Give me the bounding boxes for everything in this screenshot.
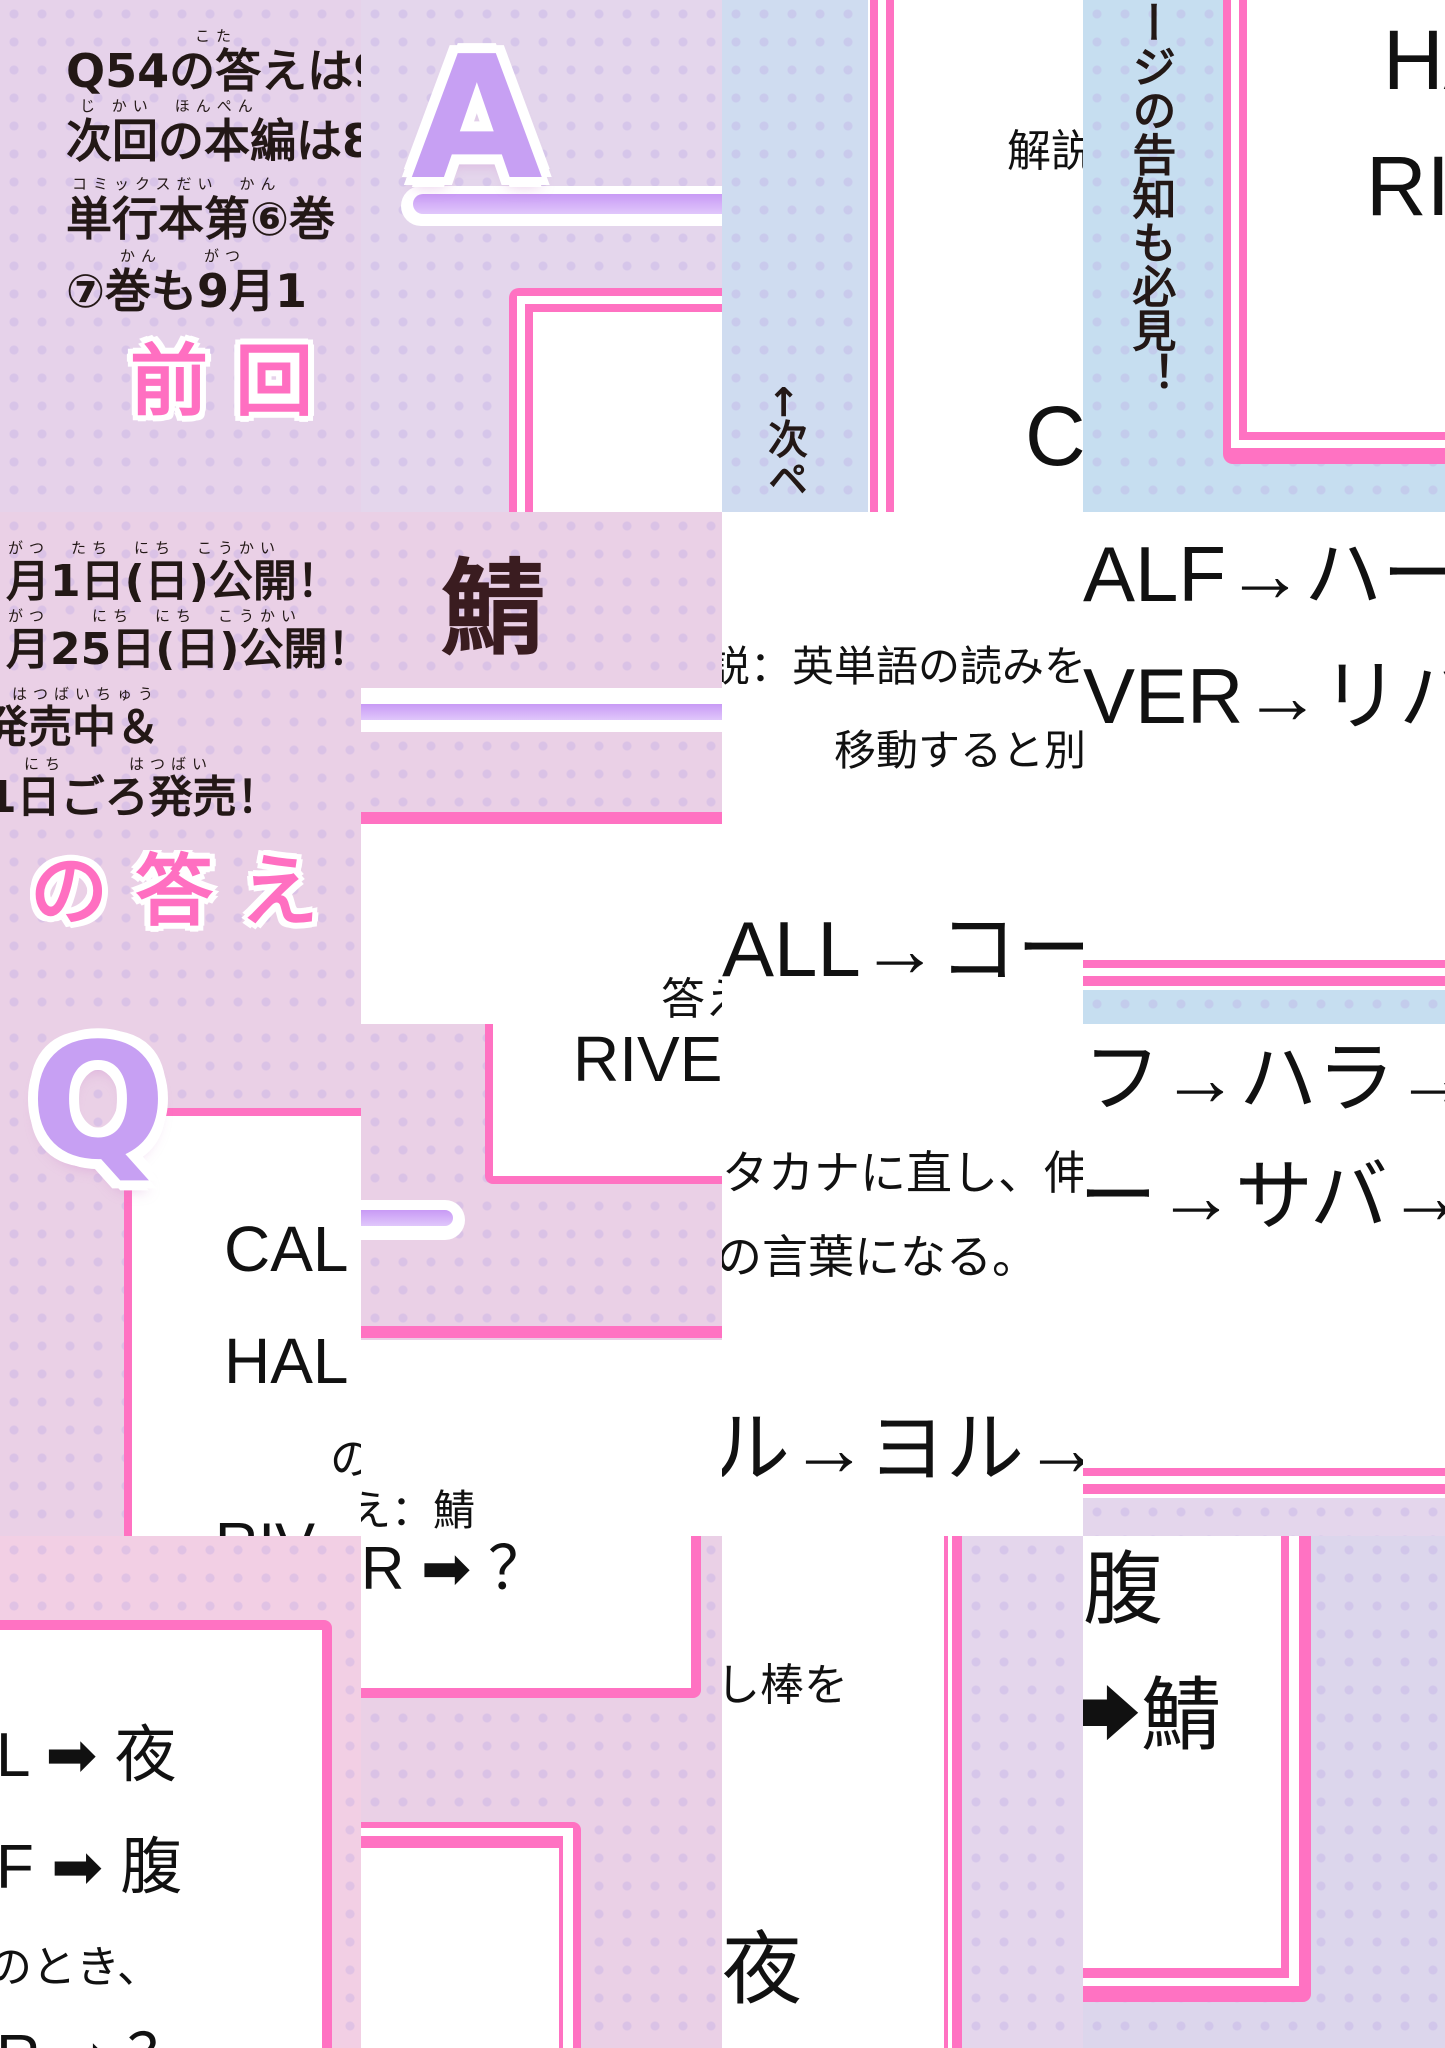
explanation-line: 説：英単語の読みをカ <box>722 644 1083 690</box>
ruby-text: こた <box>195 28 238 45</box>
answer-box <box>361 1848 559 2048</box>
answer-label: え：鯖 <box>361 1488 476 1534</box>
header-bg <box>361 512 722 688</box>
question-q-icon: Q <box>30 1024 167 1195</box>
ruby-text: にち はつばい <box>24 756 214 773</box>
answer-box <box>533 312 722 512</box>
bottom-bg <box>1083 1498 1445 1536</box>
puzzle-tile-answer-a: A <box>361 0 722 512</box>
question-word: RIVE <box>573 1024 722 1095</box>
answer-box <box>1083 1536 1281 1968</box>
notice-line: Q54の答えは9 <box>66 46 361 97</box>
conversion-line: ALL→コー <box>722 907 1083 993</box>
pink-border <box>952 1536 962 2048</box>
conversion-line: 腹 <box>1083 1546 1163 1634</box>
pink-border <box>1083 1468 1445 1476</box>
conversion-line: ー→サバ→ <box>1083 1154 1445 1240</box>
pink-border <box>1083 1484 1445 1494</box>
puzzle-tile-explanation: 説：英単語の読みをカ 移動すると別 ALL→コー <box>722 512 1083 1024</box>
word-fragment: HA <box>1383 14 1445 107</box>
answer-kanji: 鯖 <box>441 548 546 670</box>
notice-line: 発売中＆ <box>0 704 160 753</box>
notice-line: 月1日(日)公開！ <box>6 558 341 607</box>
explanation-line: 移動すると別 <box>834 728 1083 774</box>
purple-bar <box>361 1210 453 1226</box>
notice-line: 1日ごろ発売！ <box>0 774 281 823</box>
notice-line: ⑦巻も9月1 <box>66 266 307 317</box>
ruby-text: はつばいちゅう <box>12 686 160 703</box>
puzzle-tile-question: Q CAL HAL の RIV <box>0 1024 361 1536</box>
section-title: 前 回 <box>130 337 314 427</box>
explanation-line: の言葉になる。 <box>722 1232 1038 1283</box>
answer-box <box>1247 0 1445 432</box>
hint-line: R ➡ ？ <box>361 1536 548 1602</box>
question-word: RIV <box>215 1512 361 1536</box>
question-word: CAL <box>224 1214 349 1285</box>
puzzle-tile-conversion-3: 腹 ➡鯖 <box>1083 1536 1445 2048</box>
puzzle-tile-explanation-2: タカナに直し、伸ばし の言葉になる。 ル→ヨル→ <box>722 1024 1083 1536</box>
hint-line: F ➡ 腹 <box>0 1834 183 1902</box>
puzzle-tile-notice-vertical: ージの告知も必見！ HA RI <box>1083 0 1445 512</box>
side-strip <box>722 0 868 512</box>
conversion-line: VER→リバ <box>1083 654 1445 740</box>
hint-line: L ➡ 夜 <box>0 1722 177 1790</box>
commentary-label: 解説 <box>1007 128 1083 176</box>
conversion-line: ALF→ハー <box>1083 532 1445 618</box>
ruby-text: がつ たち にち こうかい <box>8 540 282 557</box>
puzzle-tile-explanation-3: し棒を 夜 <box>722 1536 1083 2048</box>
ruby-text: コミックスだい かん <box>72 176 282 193</box>
notice-line: 単行本第⑥巻 <box>66 194 335 245</box>
word-fragment: RI <box>1366 140 1445 233</box>
explanation-line: タカナに直し、伸ばし <box>722 1148 1083 1199</box>
hint-line: のとき、 <box>0 1944 161 1992</box>
notice-line: 月25日(日)公開！ <box>6 626 361 675</box>
hint-line: R ➡ ？ <box>0 2024 361 2048</box>
puzzle-tile-frame-corner: RIVE え：鯖 <box>361 1024 722 1536</box>
band-bg <box>361 732 722 812</box>
explanation-line: し棒を <box>722 1662 848 1710</box>
next-page-hint: ←次ペ <box>761 385 807 499</box>
answer-a-icon: A <box>411 20 543 218</box>
puzzle-tile-conversion-2: フ→ハラ→ ー→サバ→ <box>1083 1024 1445 1536</box>
bottom-bg <box>1083 990 1445 1024</box>
conversion-line: ➡鯖 <box>1083 1672 1221 1760</box>
answer-box <box>493 1024 722 1176</box>
section-title: の 答 え <box>30 850 319 937</box>
conversion-line: フ→ハラ→ <box>1083 1036 1445 1122</box>
puzzle-tile-answer-header: 鯖 答え <box>361 512 722 1024</box>
purple-bar <box>361 704 722 720</box>
pink-border <box>1083 960 1445 968</box>
question-word: HAL <box>224 1326 349 1397</box>
hint-box <box>0 1630 322 2048</box>
ruby-text: じ かい ほんぺん <box>80 98 259 115</box>
pink-border <box>361 812 722 824</box>
puzzle-tile-notice-dates: がつ たち にち こうかい 月1日(日)公開！ がつ にち にち こうかい 月2… <box>0 512 361 1024</box>
puzzle-tile-frame-bottom: R ➡ ？ <box>361 1536 722 2048</box>
pink-border <box>1083 976 1445 986</box>
question-box <box>132 1116 361 1536</box>
question-text: の <box>330 1436 361 1484</box>
pink-border <box>870 0 878 512</box>
conversion-line: 夜 <box>722 1925 802 2014</box>
puzzle-tile-hint-box: L ➡ 夜 F ➡ 腹 のとき、 R ➡ ？ <box>0 1536 361 2048</box>
side-bg <box>962 1536 1083 2048</box>
puzzle-tile-notice-top: こた Q54の答えは9 じ かい ほんぺん 次回の本編は8 コミックスだい かん… <box>0 0 361 512</box>
pink-border <box>886 0 894 512</box>
ruby-text: かん がつ <box>120 248 247 265</box>
ruby-text: がつ にち にち こうかい <box>8 608 303 625</box>
puzzle-tile-commentary: ←次ペ 解説 C <box>722 0 1083 512</box>
word-fragment: C <box>1025 390 1083 483</box>
answer-label-fragment: 答え <box>661 976 722 1024</box>
pink-border <box>361 1326 722 1338</box>
pink-border <box>944 1536 948 2048</box>
notice-line: 次回の本編は8 <box>66 116 361 167</box>
hint-box <box>361 1536 691 1688</box>
conversion-line: ル→ヨル→ <box>722 1406 1083 1492</box>
puzzle-tile-conversion: ALF→ハー VER→リバ <box>1083 512 1445 1024</box>
vertical-notice: ージの告知も必見！ <box>1124 0 1176 396</box>
purple-bar <box>413 194 722 214</box>
